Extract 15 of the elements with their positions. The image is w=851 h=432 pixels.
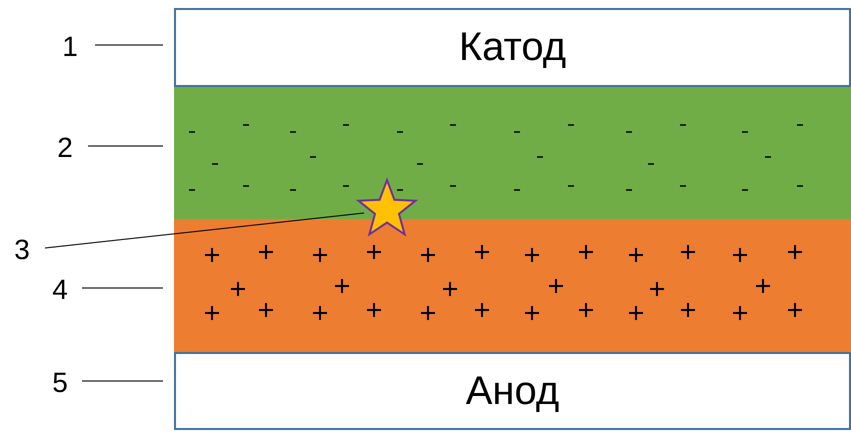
leader-line xyxy=(94,44,164,46)
electrode-box xyxy=(174,8,851,87)
layer-band xyxy=(174,219,851,352)
callout-number: 2 xyxy=(57,132,73,164)
layer-band xyxy=(174,87,851,219)
callout-number: 1 xyxy=(62,31,78,63)
electrode-label: Анод xyxy=(466,368,560,414)
electrode-box xyxy=(174,352,851,430)
callout-number: 5 xyxy=(52,367,68,399)
callout-number: 4 xyxy=(52,274,68,306)
electrode-label: Катод xyxy=(458,25,566,70)
callout-number: 3 xyxy=(14,234,30,266)
leader-line xyxy=(44,212,364,248)
leader-line xyxy=(82,380,164,382)
star-marker xyxy=(356,177,418,237)
